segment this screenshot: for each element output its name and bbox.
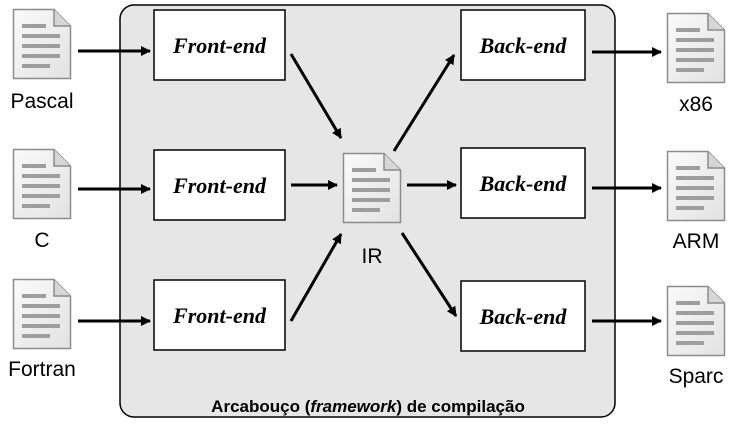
source-c: C	[12, 148, 72, 252]
document-icon	[12, 278, 72, 350]
target-arm: ARM	[666, 150, 726, 253]
target-label: x86	[679, 93, 713, 116]
backend-box	[460, 9, 586, 81]
source-label: C	[34, 229, 49, 252]
backend-label: Back-end	[479, 33, 568, 58]
frontend-2: Front-end	[153, 149, 286, 221]
frontend-box	[153, 279, 286, 351]
arrow-frontend1-to-ir	[289, 53, 343, 139]
frontend-label: Front-end	[172, 33, 267, 58]
frontend-box	[153, 149, 286, 221]
source-label: Pascal	[10, 90, 73, 113]
arrow-ir-to-backend3	[400, 232, 458, 317]
document-icon	[666, 285, 726, 357]
backend-2: Back-end	[460, 147, 586, 219]
frontend-label: Front-end	[172, 303, 267, 328]
ir-label: IR	[362, 245, 383, 268]
document-icon	[12, 8, 72, 80]
document-icon	[666, 12, 726, 84]
document-icon	[666, 150, 726, 222]
backend-label: Back-end	[479, 304, 568, 329]
arrow-frontend3-to-ir	[289, 233, 343, 322]
ir-node: IR	[342, 152, 402, 268]
target-label: ARM	[673, 230, 720, 253]
backend-label: Back-end	[479, 171, 568, 196]
document-icon	[342, 152, 402, 224]
backend-1: Back-end	[460, 9, 586, 81]
backend-box	[460, 280, 586, 352]
target-label: Sparc	[669, 365, 724, 388]
backend-box	[460, 147, 586, 219]
frontend-label: Front-end	[172, 173, 267, 198]
backend-3: Back-end	[460, 280, 586, 352]
flow-arrows	[78, 46, 662, 326]
arrow-ir-to-backend1	[392, 54, 456, 152]
source-fortran: Fortran	[8, 278, 76, 381]
document-icon	[12, 148, 72, 220]
framework-title: Arcabouço (framework) de compilação	[211, 397, 525, 416]
source-label: Fortran	[8, 358, 76, 381]
source-pascal: Pascal	[10, 8, 74, 113]
target-sparc: Sparc	[666, 285, 726, 388]
frontend-box	[153, 9, 286, 81]
frontend-1: Front-end	[153, 9, 286, 81]
frontend-3: Front-end	[153, 279, 286, 351]
target-x86: x86	[666, 12, 726, 116]
